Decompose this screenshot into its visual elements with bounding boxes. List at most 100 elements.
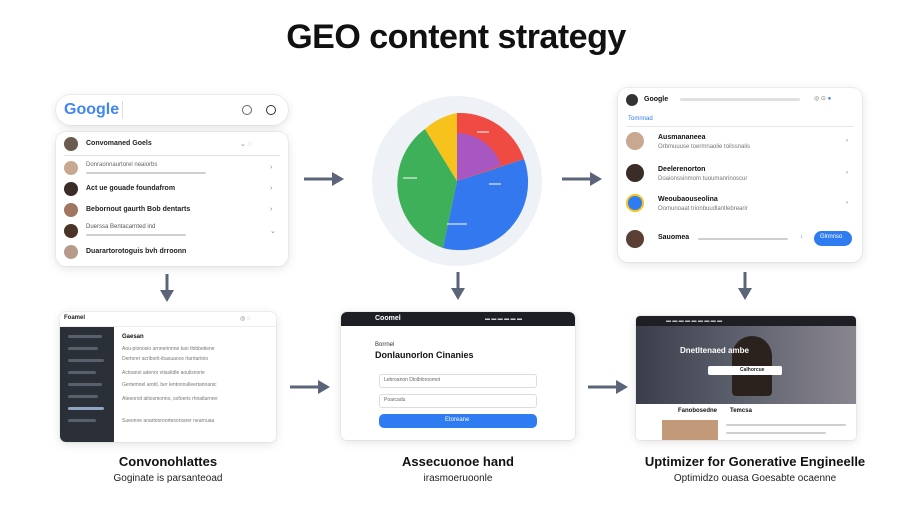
tab-active[interactable]: Tomnnad: [628, 116, 653, 122]
arrow-down-icon: [451, 272, 465, 300]
result-title[interactable]: Donraonnaurtorel neaiorbs: [86, 162, 158, 168]
site-tab[interactable]: Fanobosedne: [678, 408, 718, 414]
caption-subtitle: Goginate is parsanteoad: [113, 473, 223, 484]
sidebar-item[interactable]: [68, 383, 102, 386]
chevron-icon[interactable]: ›: [846, 138, 848, 144]
person-name[interactable]: Sauomea: [658, 234, 690, 241]
avatar: [64, 224, 78, 238]
window-icons[interactable]: ◎ ◌: [240, 316, 251, 322]
avatar: [626, 132, 644, 150]
avatar: [626, 94, 638, 106]
dashboard-line: Dertorer acriborit-ibasuaoce rlarrtartni…: [122, 356, 209, 362]
sidebar-item[interactable]: [68, 395, 98, 398]
person-subtitle: Orbmuuuse toermnaolie toilssnalis: [658, 144, 751, 150]
caption-subtitle: Optimidzo ouasa Goesabte ocaenne: [673, 473, 837, 484]
caption-subtitle: irasmoeruoonle: [423, 473, 493, 484]
mic-icon[interactable]: [242, 105, 252, 115]
text-field[interactable]: Poarcadu: [379, 394, 537, 408]
dashboard-panel: Foamel ◎ ◌ Gaesan Aou-pionosio arnnerinn…: [60, 312, 276, 442]
avatar: [64, 245, 78, 259]
form-panel: Coomel ▬ ▬ ▬ ▬ ▬ ▬ Borrnel Donlaunorlon …: [341, 312, 575, 440]
person-name[interactable]: Weoubaouseolina: [658, 196, 718, 203]
header-icons[interactable]: ◎ ⊙ ●: [814, 96, 832, 102]
text-field[interactable]: Lebroanon Dlolbloroomot: [379, 374, 537, 388]
dashboard-line: Gertemnel arotil, ber lentonnulleertanna…: [122, 382, 217, 388]
arrow-right-icon: [304, 172, 344, 186]
site-tab[interactable]: Temcsa: [730, 408, 752, 414]
result-title[interactable]: Duerssa Bentacarnted ind: [86, 224, 156, 230]
arrow-right-icon: [290, 380, 330, 394]
person-name[interactable]: Ausmananeea: [658, 134, 706, 141]
person-subtitle: Doaionssinmom tuoumanrinoscur: [658, 176, 748, 182]
page-title: GEO content strategy: [286, 18, 626, 56]
result-title[interactable]: Act ue gouade foundafrom: [86, 185, 176, 192]
chevron-icon[interactable]: ⌄: [270, 228, 276, 235]
avatar: [626, 230, 644, 248]
sidebar-item-active[interactable]: [68, 407, 104, 410]
pie-slice-yellow: [425, 113, 457, 181]
result-title[interactable]: Bebornout gaurth Bob dentarts: [86, 206, 191, 213]
primary-button-label: Glnnnso: [820, 234, 843, 240]
search-divider: [122, 101, 123, 119]
chevron-icon[interactable]: ›: [270, 206, 273, 213]
dashboard-topbar: [60, 312, 276, 327]
result-divider: [64, 155, 280, 156]
panel-header-title: Google: [644, 96, 669, 103]
result-title[interactable]: Convomaned Goels: [86, 140, 152, 147]
sidebar-item[interactable]: [68, 371, 96, 374]
hero-title: Dnetltenaed ambe: [680, 346, 749, 355]
site-topbar: ▬ ▬ ▬ ▬ ▬ ▬ ▬ ▬ ▬: [636, 316, 856, 326]
chevron-icon[interactable]: ›: [846, 200, 848, 206]
caption-title: Assecuonoe hand: [402, 454, 514, 469]
hero-button[interactable]: Calhorcue: [734, 366, 782, 375]
submit-button-label: Etoreane: [445, 417, 470, 423]
sidebar-item[interactable]: [68, 359, 104, 362]
pie-slice-green: [397, 129, 457, 248]
chevron-icon[interactable]: ›: [846, 170, 848, 176]
hero-button-label: Calhorcue: [740, 367, 765, 373]
person-subtitle: Oomunoaat trionbuudlantlebrearir: [658, 206, 748, 212]
caption-title: Uptimizer for Gonerative Engineelle: [644, 454, 866, 469]
form-heading-small: Borrnel: [375, 342, 395, 348]
form-brand: Coomel: [375, 315, 401, 322]
sidebar-item[interactable]: [68, 335, 102, 338]
site-nav[interactable]: ▬ ▬ ▬ ▬ ▬ ▬ ▬ ▬ ▬: [666, 318, 723, 324]
site-snippet: [726, 432, 826, 434]
caption-title: Convonohlattes: [118, 454, 218, 469]
text-field-placeholder: Lebroanon Dlolbloroomot: [384, 377, 441, 383]
primary-button[interactable]: Glnnnso: [814, 231, 852, 246]
result-title[interactable]: Duarartorotoguis bvh drroonn: [86, 248, 187, 255]
site-snippet: [726, 424, 846, 426]
nav-links[interactable]: ▬ ▬ ▬ ▬ ▬ ▬: [485, 316, 522, 322]
search-results-card: Convomaned Goels ⌄ ◌ Donraonnaurtorel ne…: [56, 132, 288, 266]
pie-slice-purple: [457, 133, 501, 181]
form-heading: Donlaunorlon Cinanies: [375, 350, 474, 360]
avatar: [64, 161, 78, 175]
dashboard-line: Sueonne anartooroortesorsarer nearnuaa: [122, 418, 215, 424]
avatar: [64, 203, 78, 217]
people-panel: Google ◎ ⊙ ● Tomnnad Ausmananeea Orbmuuu…: [618, 88, 862, 262]
text-field-placeholder: Poarcadu: [384, 397, 406, 403]
avatar: [64, 182, 78, 196]
search-icon[interactable]: [266, 105, 276, 115]
dashboard-heading: Gaesan: [122, 334, 144, 340]
chevron-icon[interactable]: ⌄ ◌: [240, 141, 252, 148]
search-bar-card[interactable]: Google: [56, 95, 288, 125]
person-name[interactable]: Deelerenorton: [658, 166, 706, 173]
header-search-bar[interactable]: [680, 98, 800, 101]
arrow-down-icon: [160, 274, 174, 302]
arrow-icon[interactable]: ↓: [800, 234, 803, 240]
sidebar-item[interactable]: [68, 419, 96, 422]
avatar: [64, 137, 78, 151]
google-logo: Google: [64, 101, 120, 118]
dashboard-brand: Foamel: [64, 315, 86, 321]
arrow-right-icon: [562, 172, 602, 186]
chevron-icon[interactable]: ›: [270, 164, 273, 171]
pie-slice-blue: [443, 159, 529, 251]
submit-button[interactable]: Etoreane: [379, 414, 537, 428]
sidebar-item[interactable]: [68, 347, 98, 350]
site-thumbnail: [662, 420, 718, 440]
result-snippet: [86, 172, 206, 174]
site-hero: Dnetltenaed ambe Calhorcue: [636, 326, 856, 404]
chevron-icon[interactable]: ›: [270, 185, 273, 192]
